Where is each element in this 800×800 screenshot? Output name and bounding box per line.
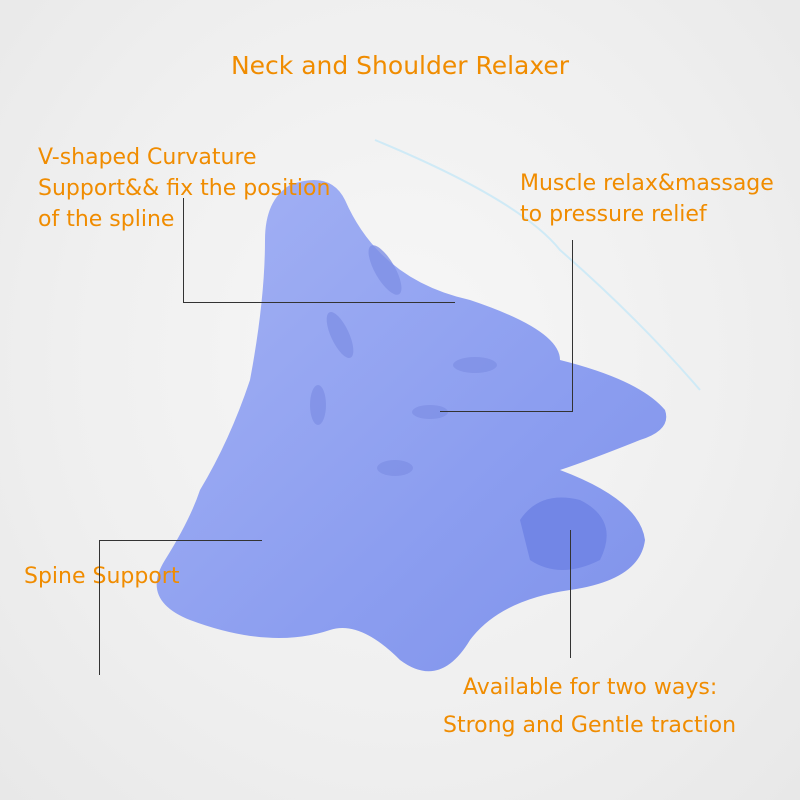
spine-leader-horizontal (99, 540, 262, 541)
muscle-callout-line2: to pressure relief (520, 202, 707, 227)
traction-leader-vertical (570, 530, 571, 658)
spine-callout: Spine Support (24, 564, 180, 589)
neck-relaxer-body (156, 180, 667, 672)
vshape-callout-line3: of the spline (38, 207, 175, 232)
vshape-callout-line2: Support&& fix the position (38, 176, 331, 201)
muscle-leader-horizontal (440, 411, 573, 412)
spine-leader-vertical (99, 540, 100, 675)
muscle-callout-line1: Muscle relax&massage (520, 171, 774, 196)
traction-callout-line2: Strong and Gentle traction (443, 713, 737, 738)
traction-callout-line1: Available for two ways: (463, 675, 718, 700)
muscle-leader-vertical (572, 240, 573, 412)
page-title: Neck and Shoulder Relaxer (230, 51, 570, 80)
vshape-callout-line1: V-shaped Curvature (38, 145, 257, 170)
vshape-leader-horizontal (183, 302, 455, 303)
swoosh-line (374, 139, 701, 391)
vshape-leader-vertical (183, 198, 184, 303)
